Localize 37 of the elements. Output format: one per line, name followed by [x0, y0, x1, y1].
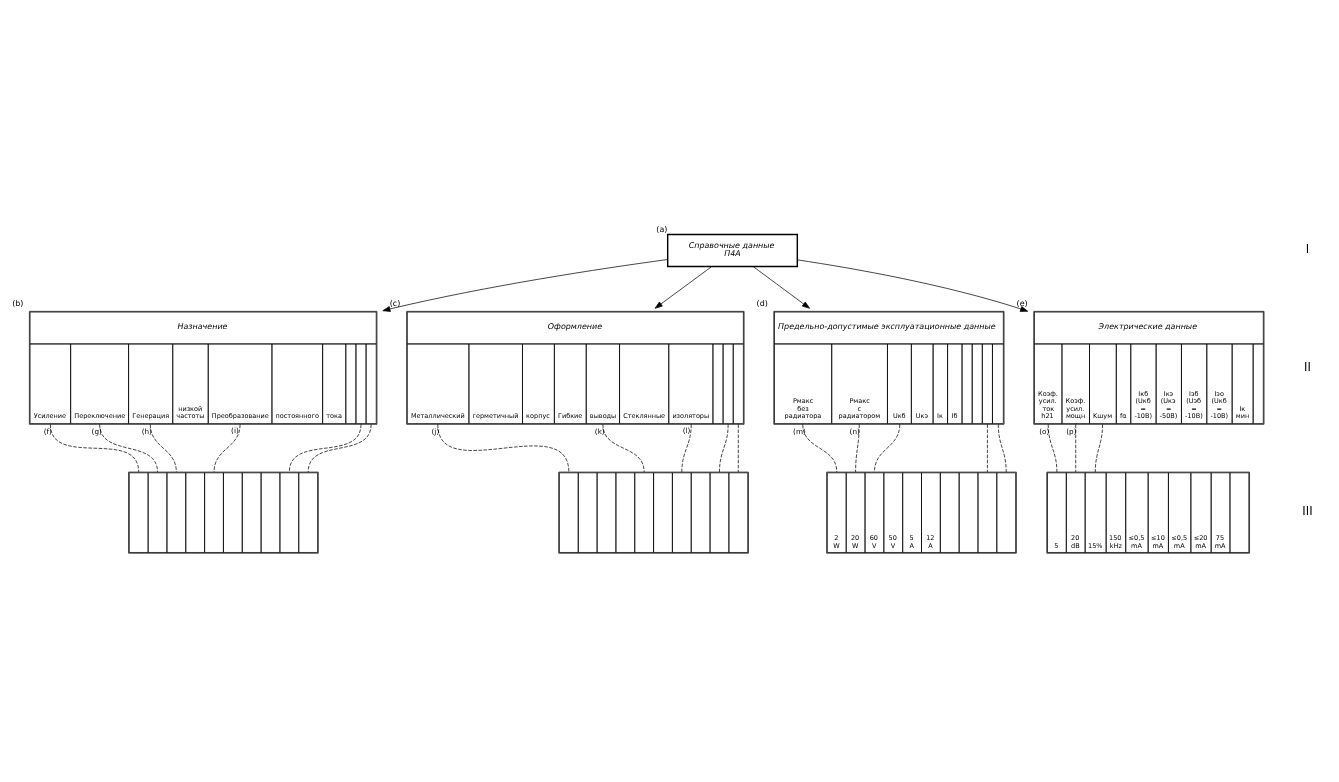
connector [737, 423, 739, 473]
connector [681, 423, 692, 473]
arrow [752, 266, 810, 309]
arrow [797, 259, 1029, 312]
connector [149, 423, 177, 473]
edge-label: (n) [849, 426, 860, 436]
connector [802, 423, 838, 473]
edge-label: (k) [594, 427, 605, 437]
connector [874, 423, 901, 473]
connector [855, 423, 860, 473]
connector [1094, 423, 1103, 473]
edge-label: (g) [91, 427, 102, 437]
connector [99, 423, 158, 473]
label: III [1302, 504, 1313, 519]
label: II [1304, 359, 1311, 374]
connector [1075, 423, 1077, 473]
connector [602, 423, 645, 473]
connector [288, 423, 362, 473]
arrow [382, 259, 669, 312]
edge-label: (i) [231, 426, 239, 436]
edge-label: (j) [431, 427, 440, 437]
edge-label: (o) [1039, 426, 1050, 436]
connector [719, 423, 729, 473]
connector [997, 423, 1007, 473]
edge-label: (h) [141, 427, 152, 437]
connector [437, 423, 570, 473]
connector [307, 423, 372, 473]
edge-label: (l) [682, 426, 691, 436]
connector [1047, 423, 1058, 473]
connector [213, 423, 241, 473]
connector [50, 423, 140, 473]
edge-label: (m) [793, 427, 806, 437]
edge-label: (p) [1066, 426, 1077, 436]
connector [987, 423, 988, 473]
edge-label: (f) [43, 427, 52, 437]
label: I [1305, 242, 1310, 257]
arrow [654, 266, 712, 309]
